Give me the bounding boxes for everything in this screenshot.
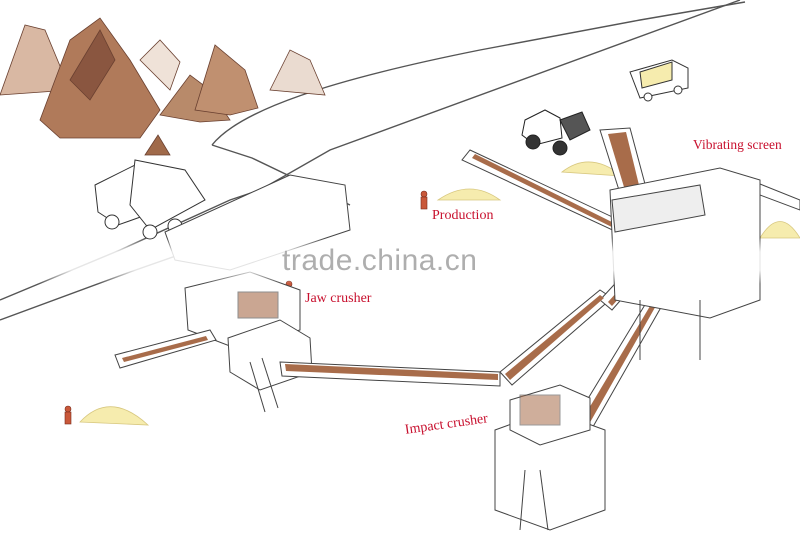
jaw-crusher-structure xyxy=(184,271,313,413)
production-label: Production xyxy=(432,208,494,223)
vibrating-screen-label: Vibrating screen xyxy=(693,137,782,152)
loader-icon xyxy=(521,109,591,156)
watermark-text: trade.china.cn xyxy=(282,244,478,277)
sand-pile-icon xyxy=(79,161,800,426)
jaw-crusher-label: Jaw crusher xyxy=(305,291,372,306)
dump-truck-icon xyxy=(629,59,689,102)
watermark-band xyxy=(0,238,800,284)
impact-crusher-structure xyxy=(494,384,606,531)
dump-truck-icon xyxy=(94,159,206,240)
mountain-icon xyxy=(0,17,326,156)
